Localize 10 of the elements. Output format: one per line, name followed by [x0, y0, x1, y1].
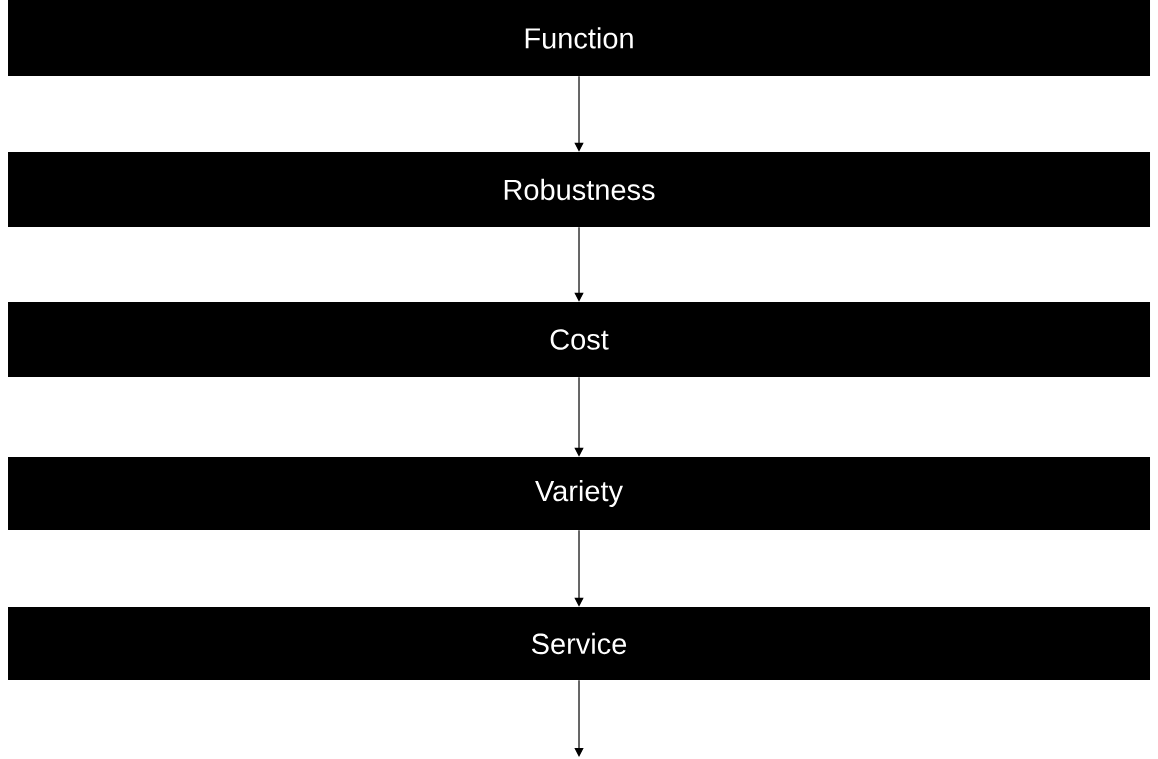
arrow	[574, 75, 584, 152]
arrow	[574, 679, 584, 757]
arrow	[574, 226, 584, 302]
label-bar: Function	[8, 0, 1150, 76]
arrow	[574, 376, 584, 457]
label-bar: Robustness	[8, 152, 1150, 227]
arrow	[574, 529, 584, 607]
label-bar: Service	[8, 607, 1150, 680]
label-bar: Cost	[8, 302, 1150, 377]
label-bar: Variety	[8, 457, 1150, 530]
